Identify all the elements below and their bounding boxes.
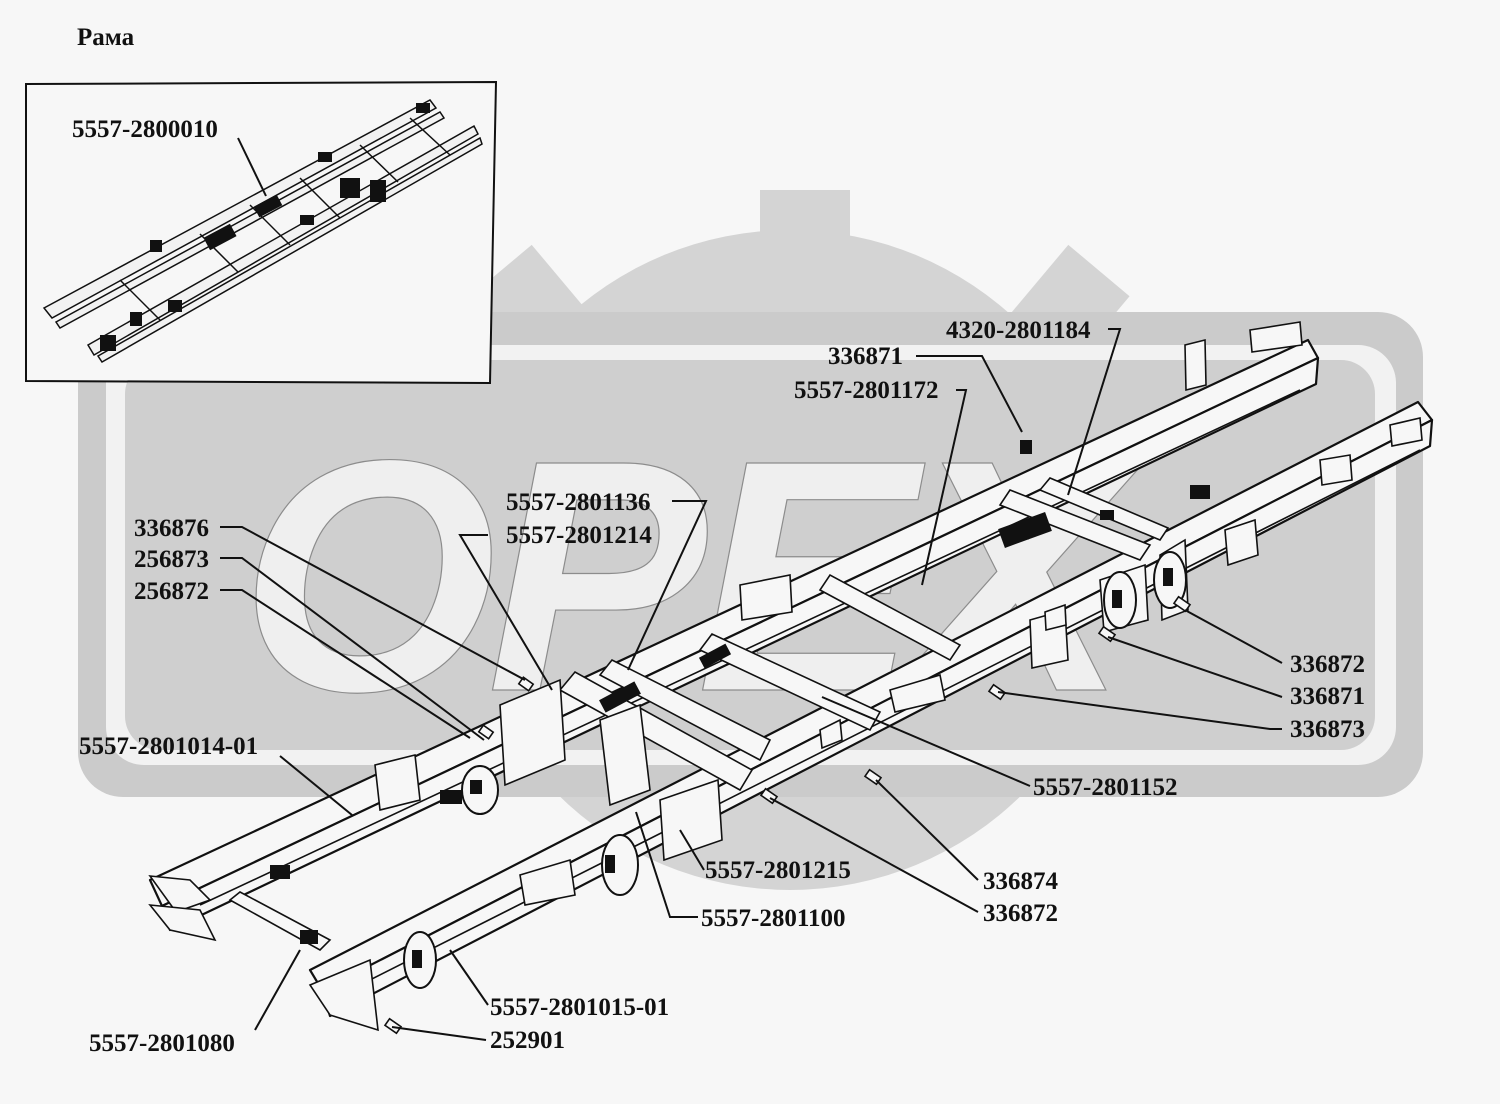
callout-5557-2801214: 5557-2801214 [506,522,652,549]
callout-5557-2801215: 5557-2801215 [705,857,851,884]
inset-label: 5557-2800010 [72,116,218,143]
callout-336876: 336876 [134,515,209,542]
callout-336871-top: 336871 [828,343,903,370]
callout-336872-right: 336872 [1290,651,1365,678]
callout-336872-bottom: 336872 [983,900,1058,927]
callout-256872: 256872 [134,578,209,605]
callout-5557-2801100: 5557-2801100 [701,905,845,932]
callout-5557-2801136: 5557-2801136 [506,489,650,516]
callout-4320-2801184: 4320-2801184 [946,317,1091,344]
callout-252901: 252901 [490,1027,565,1054]
callout-5557-2801172: 5557-2801172 [794,377,938,404]
callout-336873: 336873 [1290,716,1365,743]
leader-lines [220,328,1283,1041]
callout-5557-2801080: 5557-2801080 [89,1030,235,1057]
callout-5557-2801015-01: 5557-2801015-01 [490,994,669,1021]
inset-box: 5557-2800010 [25,80,498,385]
callout-5557-2801014-01: 5557-2801014-01 [79,733,258,760]
page-title: Рама [77,24,135,51]
main-frame-drawing [148,321,1434,1035]
callout-336874: 336874 [983,868,1059,895]
callout-256873: 256873 [134,546,209,573]
callout-5557-2801152: 5557-2801152 [1033,774,1177,801]
callout-336871-right: 336871 [1290,683,1365,710]
callout-labels: 336871 4320-2801184 5557-2801172 5557-28… [79,317,1365,1057]
